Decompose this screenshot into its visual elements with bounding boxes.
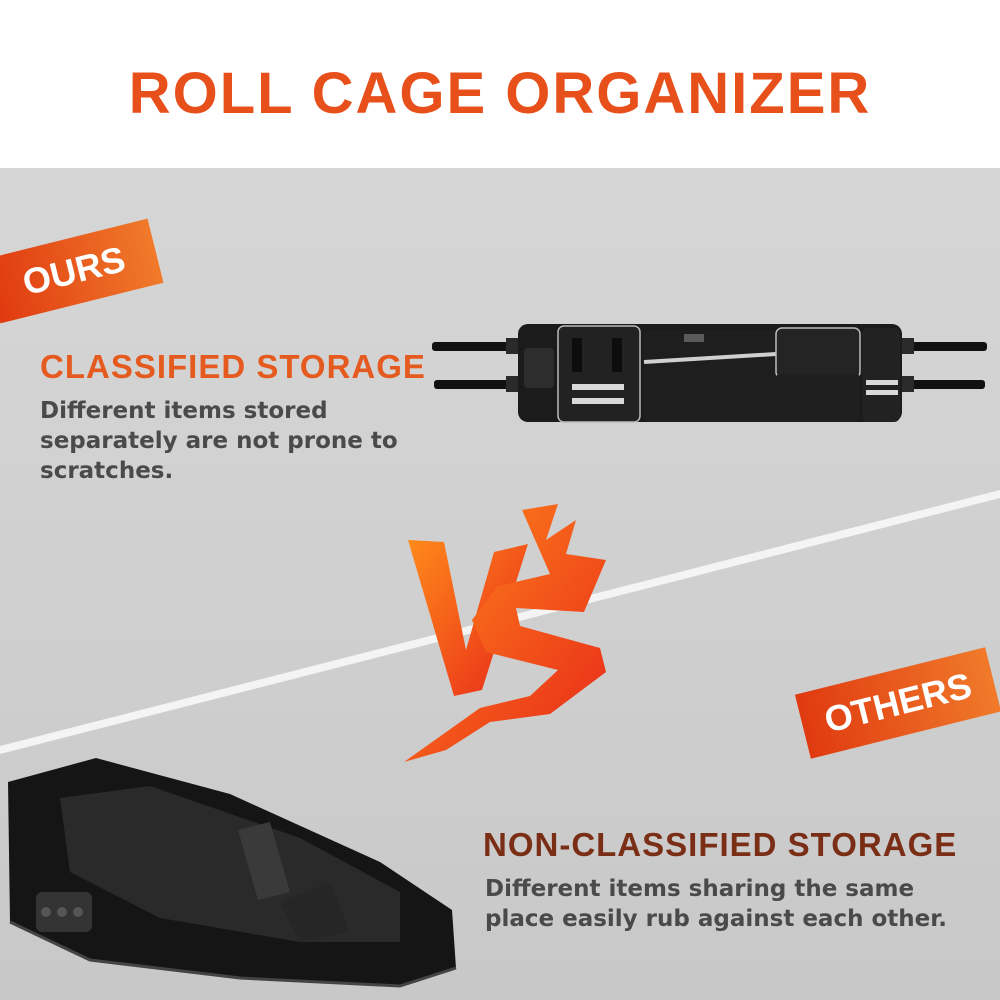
vs-emblem bbox=[404, 504, 606, 762]
others-description: Different items sharing the same place e… bbox=[485, 876, 948, 932]
ours-heading: CLASSIFIED STORAGE bbox=[40, 348, 426, 385]
others-heading: NON-CLASSIFIED STORAGE bbox=[483, 826, 958, 863]
header: ROLL CAGE ORGANIZER bbox=[0, 0, 1000, 168]
generic-bag-image bbox=[8, 758, 457, 988]
organizer-bag-image bbox=[432, 324, 987, 423]
ours-description: Different items stored separately are no… bbox=[40, 398, 398, 484]
page-title: ROLL CAGE ORGANIZER bbox=[128, 61, 872, 126]
